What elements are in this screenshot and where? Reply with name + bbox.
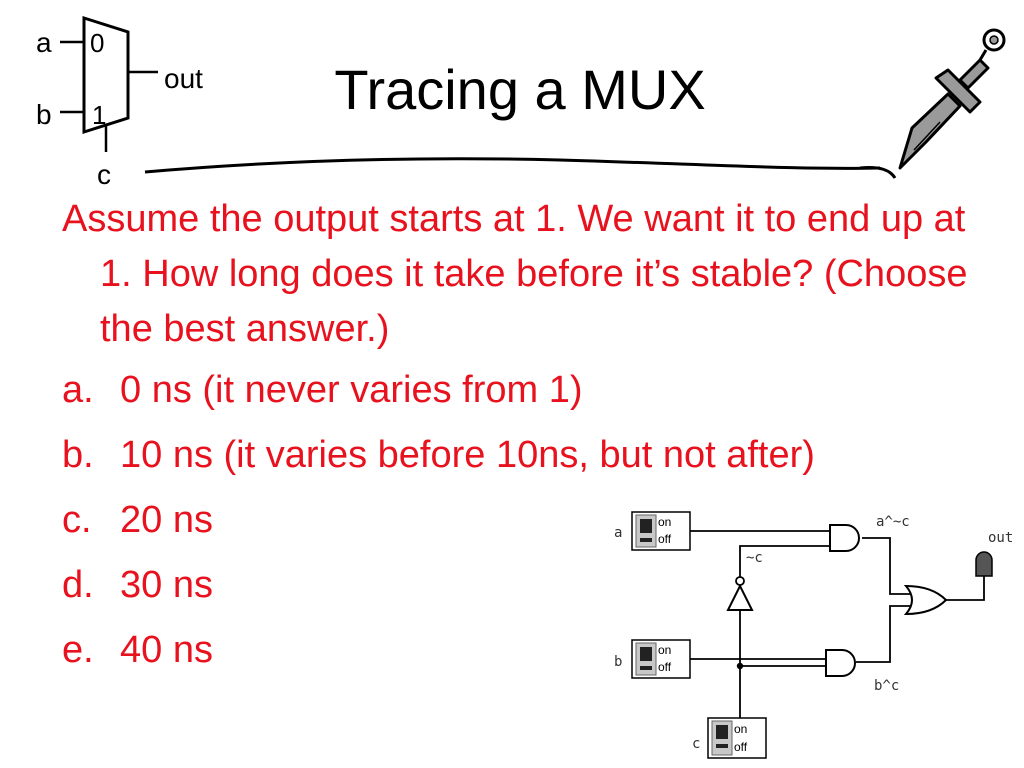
- or-gate: [903, 584, 948, 616]
- mux-label-sel1: 1: [92, 100, 106, 130]
- option-c: c. 20 ns: [62, 498, 213, 542]
- switch-a-on: on: [658, 515, 671, 529]
- question-text: Assume the output starts at 1. We want i…: [62, 198, 968, 350]
- option-b: b. 10 ns (it varies before 10ns, but not …: [62, 433, 815, 477]
- mux-label-c: c: [97, 159, 111, 190]
- output-label: out: [988, 530, 1013, 546]
- option-e: e. 40 ns: [62, 628, 213, 672]
- switch-a-label: a: [614, 525, 622, 541]
- junction-dot: [736, 662, 744, 670]
- mux-label-sel0: 0: [90, 28, 104, 58]
- mux-label-b: b: [36, 99, 52, 130]
- and-top-label: a^~c: [876, 514, 910, 530]
- switch-c-off: off: [734, 740, 748, 754]
- switch-b[interactable]: on off: [631, 639, 691, 679]
- not-gate: [726, 576, 754, 611]
- mux-circuit: on off a on off b on off c: [614, 511, 1013, 759]
- switch-c-on: on: [734, 722, 747, 736]
- option-letter: a.: [62, 369, 94, 411]
- title-underline: [144, 157, 897, 179]
- switch-a[interactable]: on off: [631, 511, 691, 551]
- circuit-wires: [690, 530, 985, 718]
- option-a: a. 0 ns (it never varies from 1): [62, 368, 582, 412]
- not-label: ~c: [746, 550, 763, 566]
- option-text: 10 ns (it varies before 10ns, but not af…: [120, 434, 815, 476]
- option-d: d. 30 ns: [62, 563, 213, 607]
- mux-label-a: a: [36, 27, 52, 58]
- mux-icon: [82, 15, 130, 135]
- sword-icon: [898, 28, 1006, 170]
- output-probe: [975, 551, 993, 577]
- page-title: Tracing a MUX: [334, 58, 706, 121]
- switch-c[interactable]: on off: [707, 717, 767, 759]
- switch-c-label: c: [692, 736, 700, 752]
- option-text: 40 ns: [120, 629, 213, 671]
- option-text: 0 ns (it never varies from 1): [120, 369, 583, 411]
- option-text: 20 ns: [120, 499, 213, 541]
- switch-b-label: b: [614, 654, 622, 670]
- mux-label-out: out: [164, 63, 203, 94]
- mux-symbol: a b 0 1 out c: [36, 15, 203, 190]
- and-bottom-label: b^c: [874, 678, 899, 694]
- option-letter: c.: [62, 499, 92, 541]
- switch-b-on: on: [658, 643, 671, 657]
- switch-a-off: off: [658, 532, 672, 546]
- option-text: 30 ns: [120, 564, 213, 606]
- switch-b-off: off: [658, 660, 672, 674]
- and-gate-top: [829, 524, 860, 552]
- and-gate-bottom: [825, 649, 856, 677]
- option-letter: e.: [62, 629, 94, 671]
- option-letter: d.: [62, 564, 94, 606]
- option-letter: b.: [62, 434, 94, 476]
